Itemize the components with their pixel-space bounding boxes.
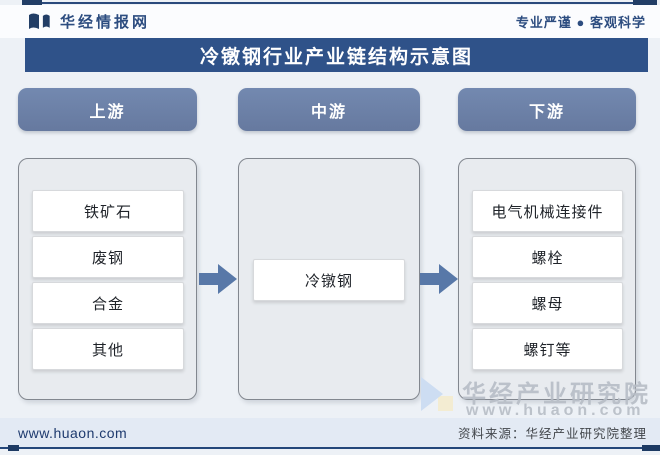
- top-border-line: [24, 2, 656, 4]
- title-banner: 冷镦钢行业产业链结构示意图: [25, 38, 648, 72]
- chain-item-alloy: 合金: [32, 282, 184, 324]
- panel-upstream: 铁矿石 废钢 合金 其他: [18, 158, 197, 400]
- chain-item-other: 其他: [32, 328, 184, 370]
- brand-tagline: 专业严谨 ● 客观科学: [515, 15, 646, 30]
- watermark-url: www.huaon.com: [466, 402, 645, 419]
- chain-item-screws-etc: 螺钉等: [472, 328, 623, 370]
- panel-downstream: 电气机械连接件 螺栓 螺母 螺钉等: [458, 158, 636, 400]
- footer-bar: www.huaon.com 资料来源：华经产业研究院整理: [0, 418, 660, 447]
- bottom-border-line: [0, 447, 660, 449]
- bottom-border-dash-left: [8, 445, 19, 451]
- page-title: 冷镦钢行业产业链结构示意图: [199, 46, 473, 68]
- open-book-icon: [29, 13, 50, 29]
- watermark-logo-shape: [421, 377, 443, 411]
- top-border-dash-left: [22, 0, 42, 6]
- column-header-label: 下游: [528, 103, 565, 121]
- column-header-label: 中游: [310, 103, 347, 121]
- panel-midstream: 冷镦钢: [238, 158, 420, 400]
- chain-item-scrap-steel: 废钢: [32, 236, 184, 278]
- upstream-item-list: 铁矿石 废钢 合金 其他: [32, 190, 184, 370]
- column-header-downstream: 下游: [458, 88, 636, 131]
- column-header-upstream: 上游: [18, 88, 197, 131]
- brand-lockup: 华经情报网: [28, 11, 150, 32]
- chain-item-cold-heading-steel: 冷镦钢: [253, 259, 405, 301]
- column-header-label: 上游: [89, 103, 126, 121]
- column-header-midstream: 中游: [238, 88, 420, 131]
- chain-item-electrical-connectors: 电气机械连接件: [472, 190, 623, 232]
- chain-item-nuts: 螺母: [472, 282, 623, 324]
- arrow-right-icon: [199, 264, 237, 294]
- arrow-right-icon: [420, 264, 458, 294]
- chain-item-bolts: 螺栓: [472, 236, 623, 278]
- source-note: 资料来源：华经产业研究院整理: [457, 427, 647, 441]
- bottom-border-dash-right: [642, 445, 660, 451]
- downstream-item-list: 电气机械连接件 螺栓 螺母 螺钉等: [472, 190, 623, 370]
- watermark-text: 华经产业研究院: [462, 381, 651, 408]
- chain-item-iron-ore: 铁矿石: [32, 190, 184, 232]
- brand-bar: 华经情报网 专业严谨 ● 客观科学: [0, 5, 660, 38]
- site-url: www.huaon.com: [18, 424, 128, 441]
- top-border-dash-right: [633, 0, 657, 6]
- brand-name: 华经情报网: [60, 14, 151, 31]
